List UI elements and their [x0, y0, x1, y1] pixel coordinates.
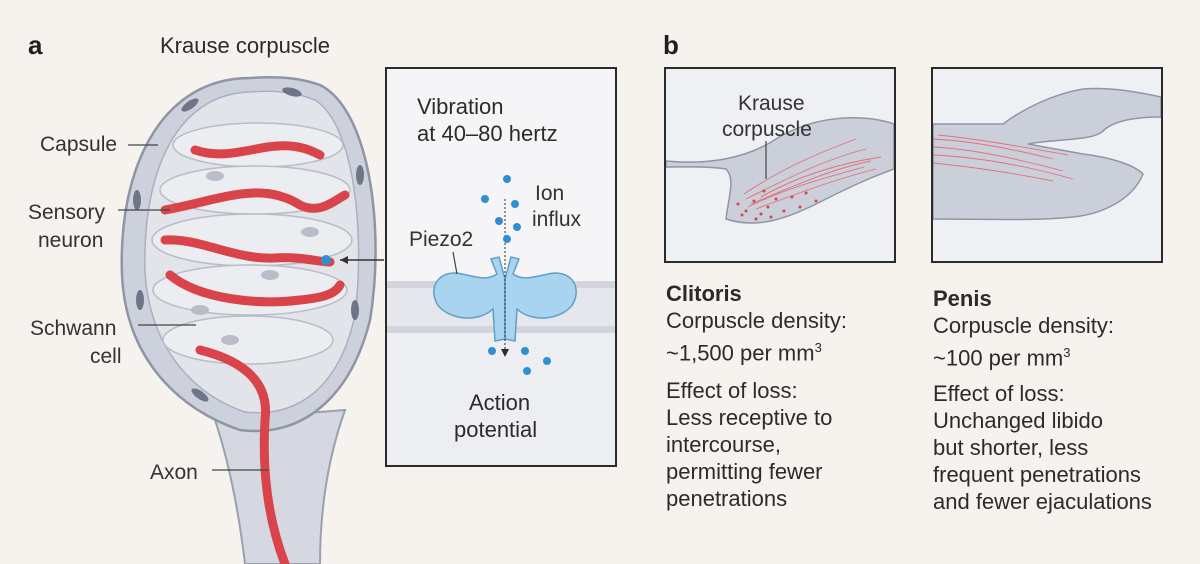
label-sensory-2: neuron	[38, 229, 104, 252]
penis-density-number: ~100 per mm	[933, 345, 1064, 371]
penis-effect-line-3: frequent penetrations	[933, 462, 1141, 487]
clitoris-nerve-fibers	[743, 138, 882, 210]
penis-effect-line-1: Unchanged libido	[933, 408, 1104, 433]
inset-ion-1: Ion	[535, 182, 565, 205]
penis-density-sup: 3	[1063, 345, 1071, 360]
inset-vibration-1: Vibration	[417, 94, 504, 119]
inset-pointer-arrowhead	[340, 256, 348, 264]
penis-effect-label: Effect of loss:	[933, 381, 1065, 406]
penis-effect-line-2: but shorter, less	[933, 435, 1089, 460]
piezo-location-dot	[321, 255, 331, 265]
clitoris-inset-box: Krause corpuscle	[664, 67, 896, 263]
clitoris-corpuscles	[736, 189, 818, 221]
label-capsule: Capsule	[40, 133, 118, 156]
clitoris-shape	[666, 117, 894, 224]
panel-a-title: Krause corpuscle	[160, 33, 330, 58]
clitoris-density-number: ~1,500 per mm	[666, 340, 815, 366]
schwann-nuclei	[191, 171, 319, 345]
ion-path-arrowhead	[501, 349, 509, 357]
clitoris-krause-label-2: corpuscle	[722, 118, 812, 141]
clitoris-effect-line-4: penetrations	[666, 486, 788, 511]
penis-density-value: ~100 per mm3	[933, 339, 1070, 371]
inset-vibration-2: at 40–80 hertz	[417, 121, 558, 146]
capsule-nuclei	[133, 87, 364, 402]
stalk-sheath	[213, 408, 347, 564]
panel-a-letter: a	[28, 30, 43, 60]
clitoris-effect-label: Effect of loss:	[666, 378, 798, 403]
label-sensory-1: Sensory	[28, 201, 106, 224]
clitoris-density-sup: 3	[814, 340, 822, 355]
clitoris-effect-line-3: permitting fewer	[666, 459, 823, 484]
clitoris-density-label: Corpuscle density:	[666, 308, 847, 333]
piezo-inset-box: Vibration at 40–80 hertz Ion influx Piez…	[385, 67, 617, 467]
panel-b-letter: b	[663, 30, 679, 60]
penis-density-label: Corpuscle density:	[933, 313, 1114, 338]
clitoris-title: Clitoris	[666, 281, 742, 306]
clitoris-effect-line-1: Less receptive to	[666, 405, 833, 430]
clitoris-effect-line-2: intercourse,	[666, 432, 781, 457]
penis-nerve-fibers	[933, 134, 1074, 182]
inset-ion-2: influx	[532, 208, 582, 231]
ions	[481, 175, 551, 375]
inset-piezo-label: Piezo2	[409, 228, 474, 251]
penis-inset-box	[931, 67, 1163, 263]
inset-action-1: Action	[469, 390, 531, 415]
label-schwann-2: cell	[90, 345, 122, 368]
piezo-channel-illustration	[387, 175, 615, 465]
penis-illustration	[933, 87, 1161, 221]
label-schwann-1: Schwann	[30, 317, 117, 340]
label-axon: Axon	[150, 461, 198, 484]
clitoris-illustration	[666, 117, 894, 224]
penis-shape	[933, 87, 1161, 221]
piezo2-channel	[433, 256, 577, 342]
clitoris-density-value: ~1,500 per mm3	[666, 334, 822, 366]
piezo-leader	[452, 251, 458, 275]
clitoris-krause-label-1: Krause	[738, 92, 805, 115]
inset-action-2: potential	[454, 417, 538, 442]
penis-title: Penis	[933, 286, 992, 311]
penis-effect-line-4: and fewer ejaculations	[933, 489, 1152, 514]
leader-lines	[118, 144, 268, 471]
sensory-neuron	[160, 141, 350, 564]
cytoplasm	[387, 333, 615, 465]
